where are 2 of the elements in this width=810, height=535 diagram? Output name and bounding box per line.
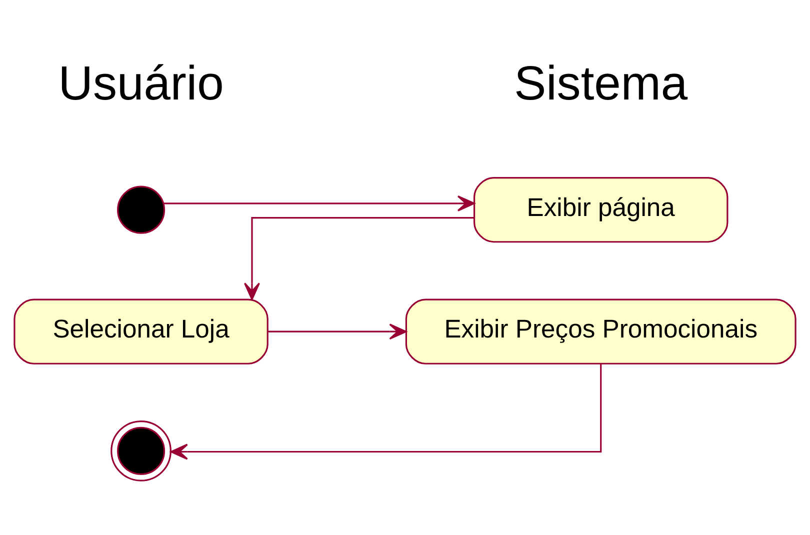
label: Sistema xyxy=(514,56,688,110)
label: Usuário xyxy=(58,56,224,110)
